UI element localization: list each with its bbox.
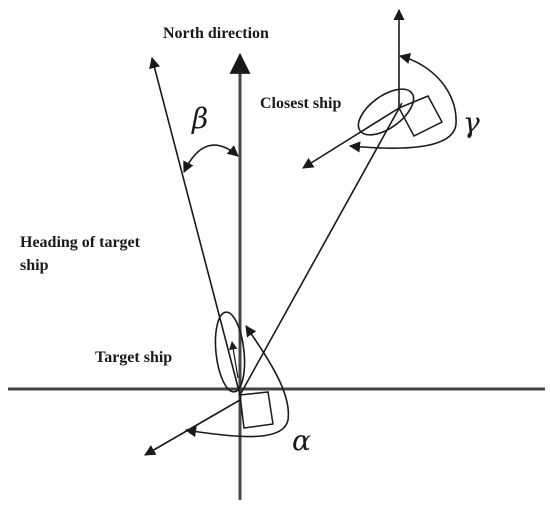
target-ship-box <box>239 391 274 429</box>
target-ship-label: Target ship <box>95 349 172 366</box>
beta-angle-arc <box>183 144 239 174</box>
target-ship-domain-ellipse <box>214 311 246 393</box>
target-ship <box>144 311 290 456</box>
closest-ship-heading-arrow <box>302 107 400 169</box>
beta-label: β <box>191 102 208 135</box>
closest-ship <box>302 8 457 169</box>
alpha-label: α <box>292 424 311 457</box>
alpha-angle-arc <box>184 325 290 438</box>
closest-ship-label: Closest ship <box>260 95 341 112</box>
target-ship-inner-arrow <box>229 341 239 379</box>
gamma-label: γ <box>463 106 480 139</box>
heading-label-line2: ship <box>20 257 49 274</box>
north-direction-label: North direction <box>163 25 269 42</box>
target-ship-heading-arrow <box>144 399 241 456</box>
target-to-closest-line <box>239 102 403 396</box>
heading-label-line1: Heading of target <box>20 234 141 251</box>
gamma-angle-arc <box>348 53 457 153</box>
closest-ship-domain-ellipse <box>357 88 415 136</box>
